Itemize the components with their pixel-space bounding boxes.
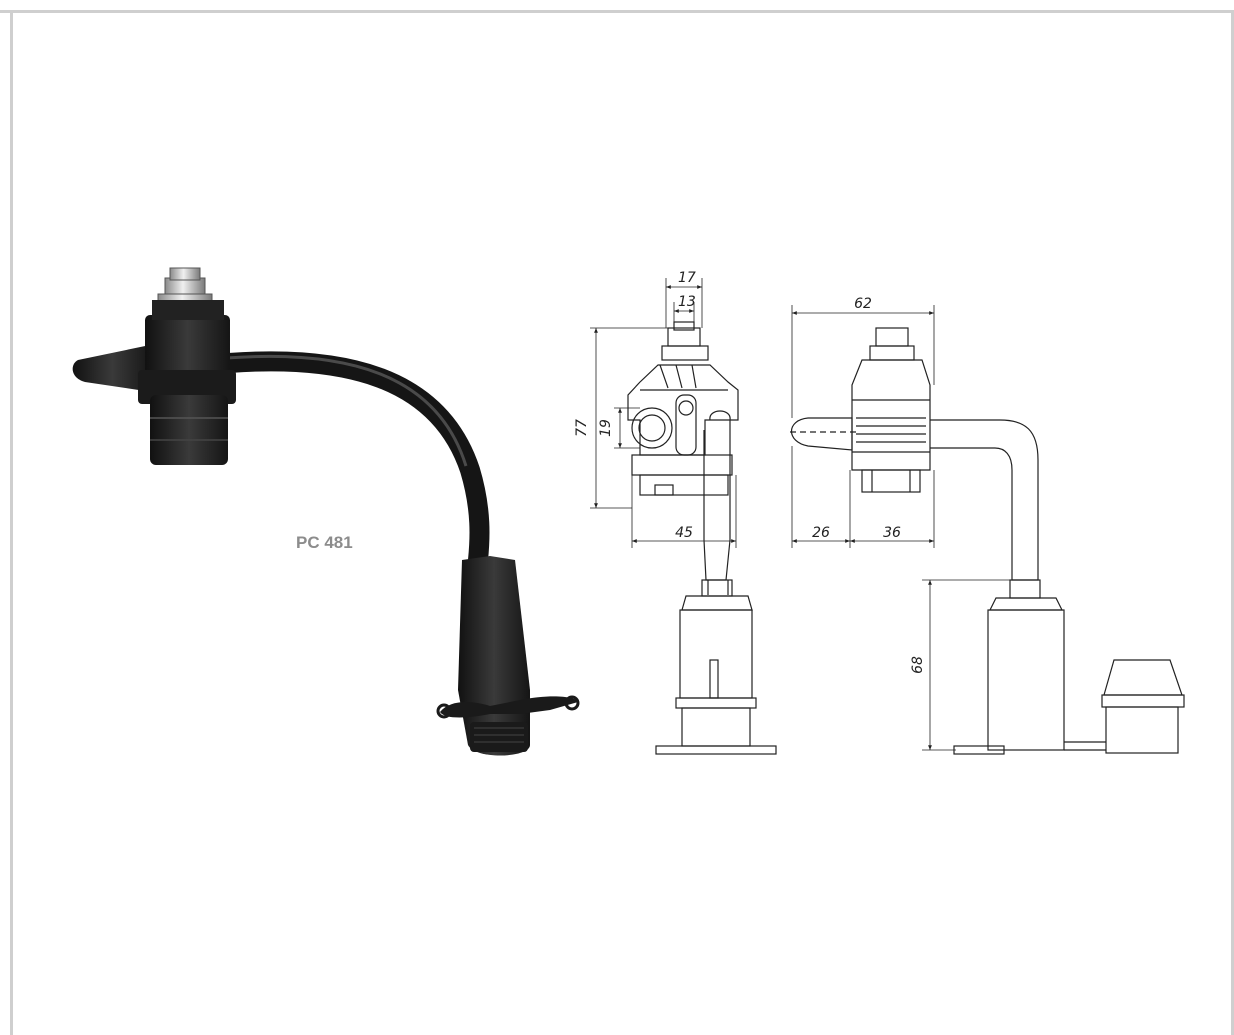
frame-right-border [1231, 10, 1234, 1035]
front-view-drawing [590, 278, 777, 755]
frame-left-border [10, 10, 13, 1035]
dim-total-width: 62 [854, 296, 872, 312]
product-model-label: PC 481 [296, 533, 353, 552]
dimension-labels: 17 13 77 19 45 62 26 36 68 [574, 270, 926, 674]
side-view-drawing [790, 305, 1185, 755]
dim-cable-groove: 19 [598, 419, 614, 437]
dim-cap-width: 26 [812, 525, 830, 541]
dim-cable-height: 68 [910, 656, 926, 674]
dim-top-outer-width: 17 [678, 270, 696, 286]
dim-total-height: 77 [574, 419, 590, 437]
dim-body-width: 36 [883, 525, 901, 541]
product-photo [72, 267, 580, 756]
dim-top-inner-width: 13 [678, 294, 696, 310]
dim-base-width: 45 [675, 525, 693, 541]
frame-top-border [0, 10, 1234, 13]
